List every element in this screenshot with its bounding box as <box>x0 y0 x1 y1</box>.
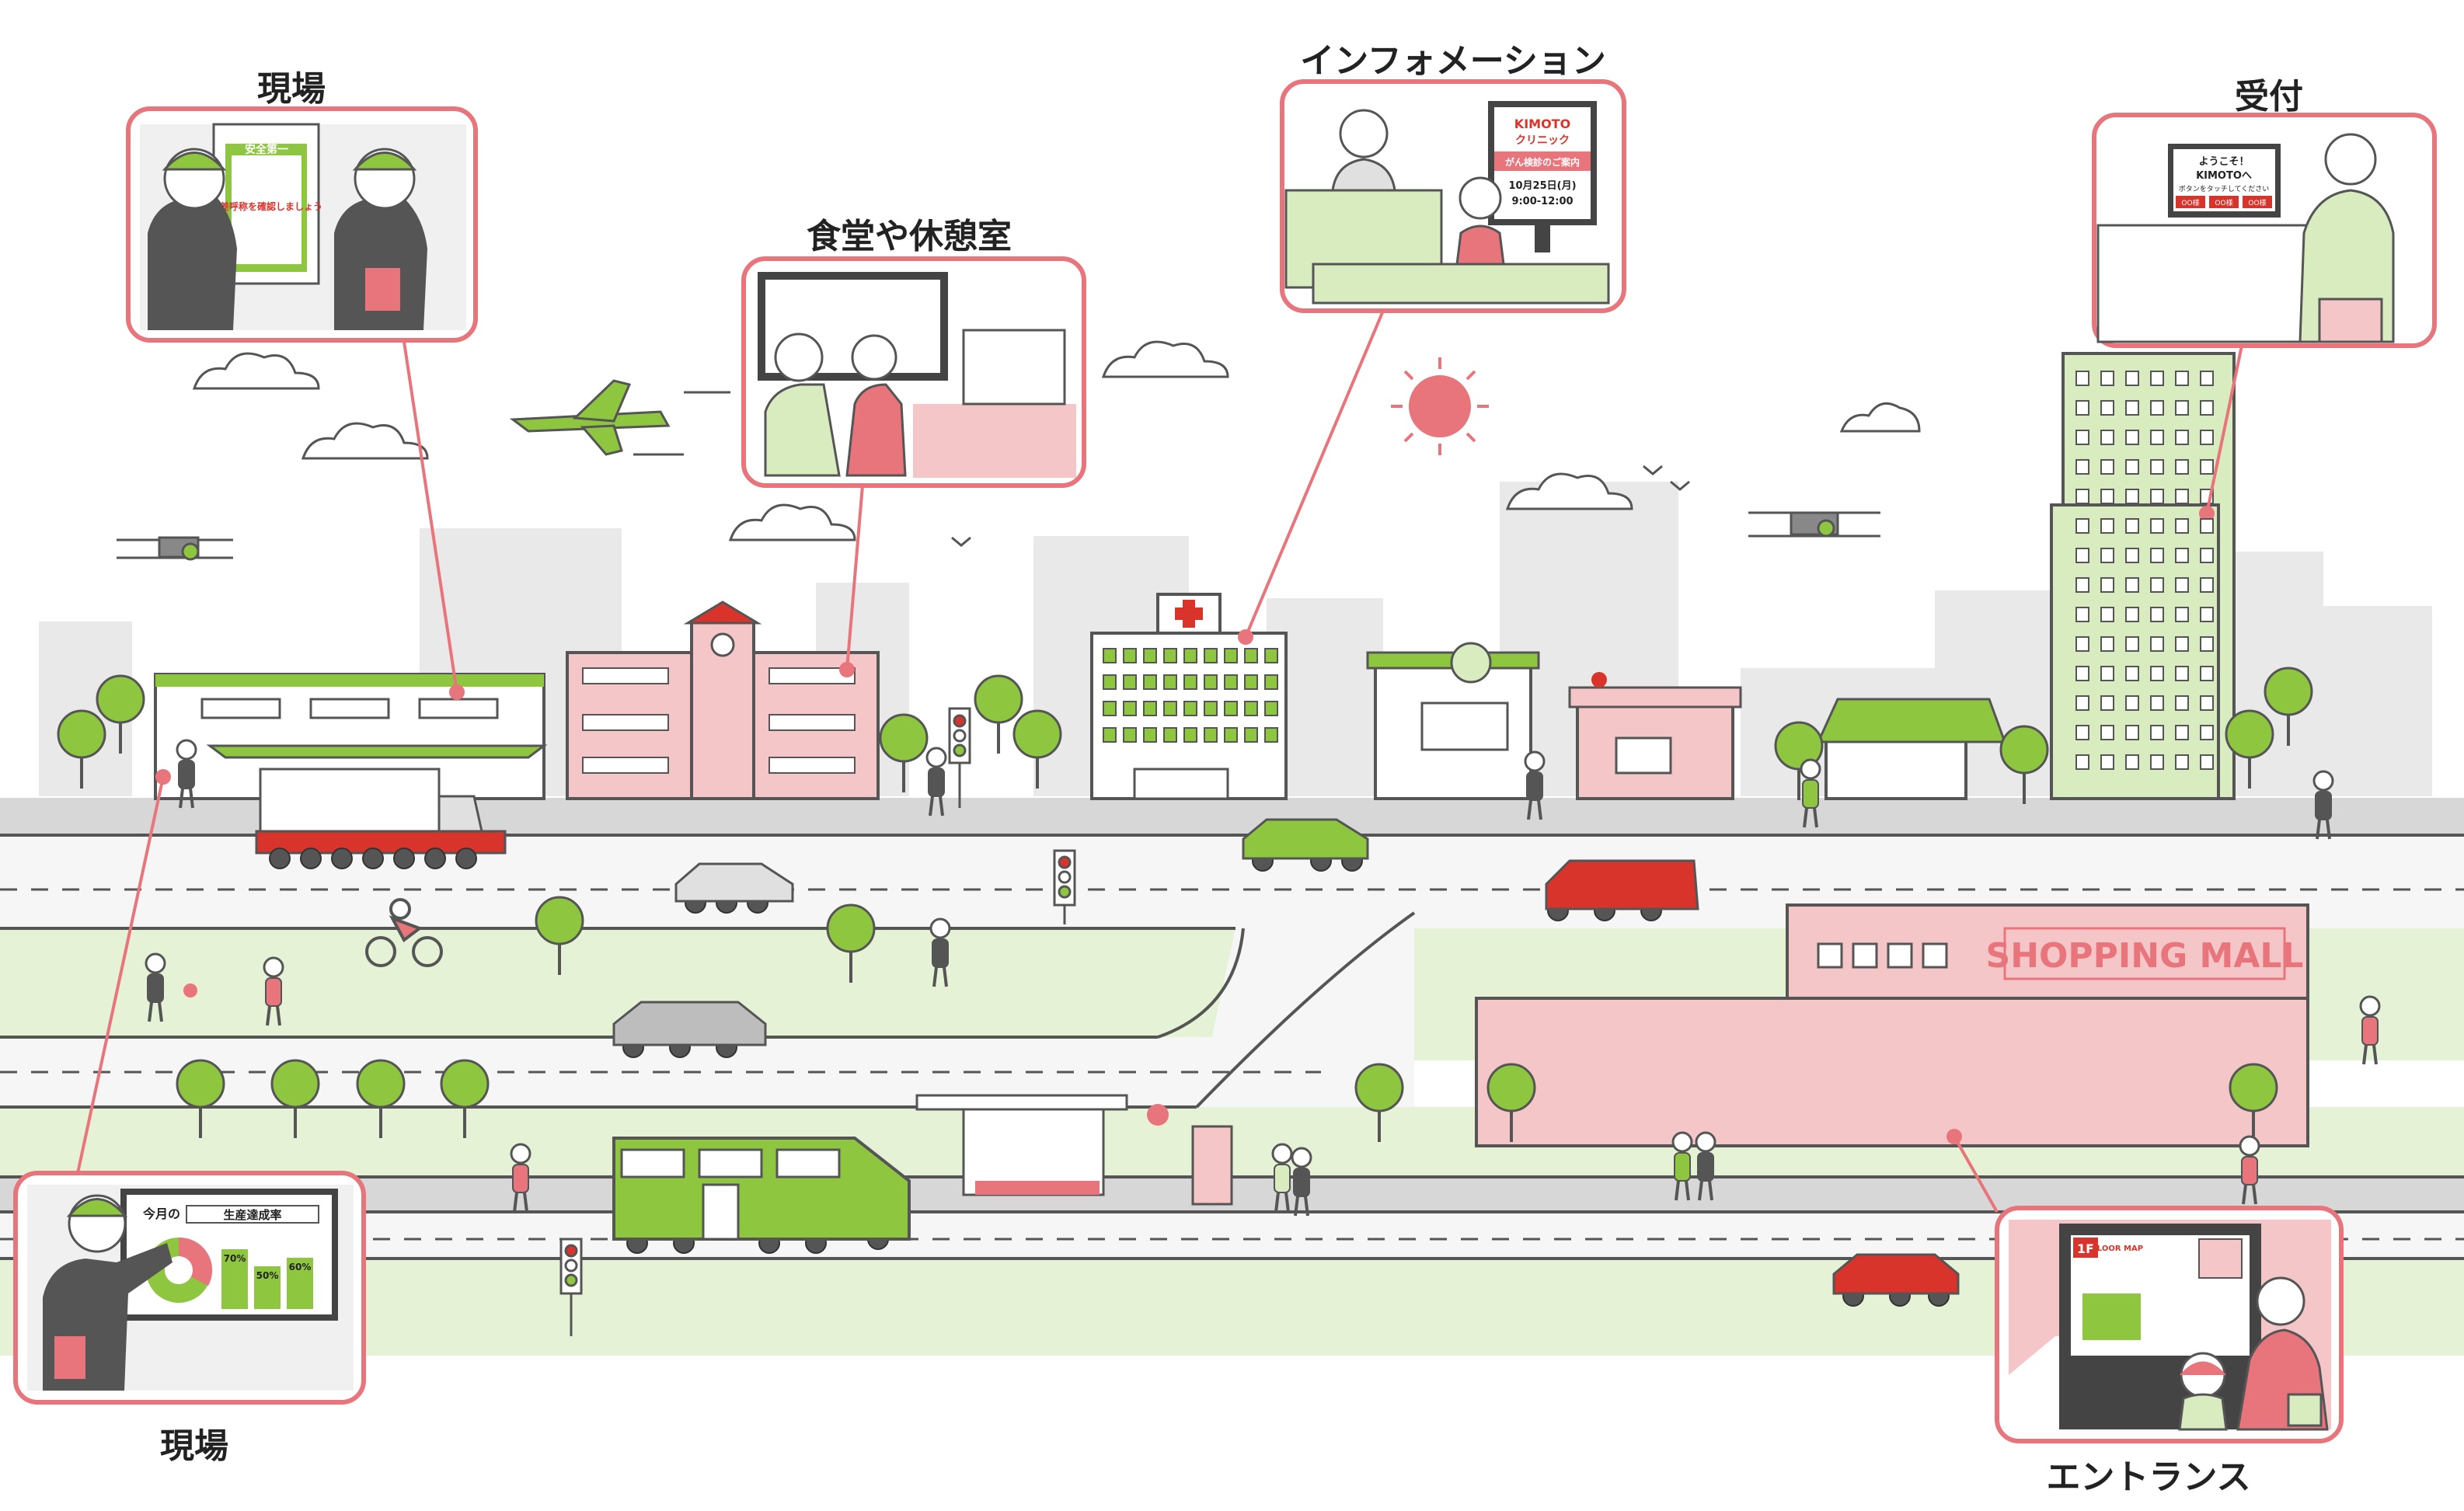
production-bar <box>254 1266 281 1309</box>
callout-label-information: インフォメーション <box>1300 41 1606 81</box>
clinic-time: 9:00-12:00 <box>1511 196 1573 207</box>
callout-genba-bottom: 今月の 生産達成率 70% 50% 60% <box>13 1171 366 1405</box>
sun <box>1391 357 1489 455</box>
clinic-name: クリニック <box>1515 134 1570 147</box>
production-bar-label: 60% <box>289 1262 312 1273</box>
safety-body: 指差呼称を確認しましょう <box>211 200 322 212</box>
median-lawn <box>0 928 1235 1037</box>
trees <box>57 667 2313 1142</box>
birds <box>951 465 1690 547</box>
cafe-building <box>1568 672 1742 800</box>
factory-marker <box>155 769 171 785</box>
bus-stop <box>915 1094 1233 1206</box>
school-building <box>566 601 880 800</box>
drone-left <box>117 536 233 561</box>
production-bar-label: 50% <box>256 1270 279 1281</box>
cars <box>612 818 1960 1295</box>
reception-slot: OO様 <box>2215 198 2232 207</box>
callout-label-genba-bottom: 現場 <box>160 1426 228 1466</box>
reception-slot: OO様 <box>2181 198 2199 207</box>
production-bar <box>221 1249 248 1309</box>
clinic-info: がん検診のご案内 <box>1505 156 1580 168</box>
production-prefix: 今月の <box>142 1206 180 1221</box>
clinic-date: 10月25日(月) <box>1508 180 1576 192</box>
callout-label-shokudo: 食堂や休憩室 <box>807 217 1012 256</box>
hospital-windows <box>1103 648 1278 743</box>
reception-slot: OO様 <box>2248 198 2266 207</box>
shop-building <box>1816 698 2007 800</box>
callout-leader-lines <box>76 310 2243 1213</box>
production-title: 生産達成率 <box>223 1208 281 1222</box>
callout-entrance: 1F FLOOR MAP <box>1995 1206 2344 1443</box>
truck <box>255 768 507 855</box>
pedestrians <box>145 739 2381 1217</box>
callout-shokudo <box>741 256 1086 488</box>
mall-sign: SHOPPING MALL <box>1986 936 2304 976</box>
safety-banner: 安全第一 <box>245 143 288 156</box>
production-bar-label: 70% <box>224 1253 246 1264</box>
station-building <box>1366 642 1540 800</box>
ball <box>183 984 197 997</box>
reception-welcome: ようこそ！ <box>2198 156 2249 168</box>
shopping-mall: SHOPPING MALL <box>1475 903 2309 1147</box>
clinic-brand: KIMOTO <box>1514 117 1570 131</box>
traffic-lights <box>559 707 1076 1336</box>
floor-map: FLOOR MAP <box>2092 1245 2143 1253</box>
tower-windows <box>2075 371 2214 770</box>
floor-label: 1F <box>2077 1241 2094 1256</box>
callout-label-entrance: エントランス <box>2046 1457 2251 1497</box>
production-bars: 70% 50% 60% <box>221 1249 313 1309</box>
reception-brand: KIMOTOへ <box>2196 170 2252 182</box>
tram <box>612 1137 911 1241</box>
callout-genba-top: 安全第一 指差呼称を確認しましょう <box>126 106 478 343</box>
callout-label-uketsuke: 受付 <box>2235 77 2303 117</box>
drone-right <box>1748 511 1880 538</box>
callout-information: KIMOTO クリニック がん検診のご案内 10月25日(月) 9:00-12:… <box>1280 79 1626 313</box>
airplane <box>509 379 730 456</box>
reception-instruction: ボタンをタッチしてください <box>2179 185 2269 193</box>
clouds <box>192 340 1921 541</box>
callout-uketsuke: ようこそ！ KIMOTOへ ボタンをタッチしてください OO様 OO様 OO様 <box>2092 113 2437 348</box>
production-bar <box>287 1258 313 1309</box>
bicycle <box>365 898 443 967</box>
callout-label-genba-top: 現場 <box>257 69 326 109</box>
